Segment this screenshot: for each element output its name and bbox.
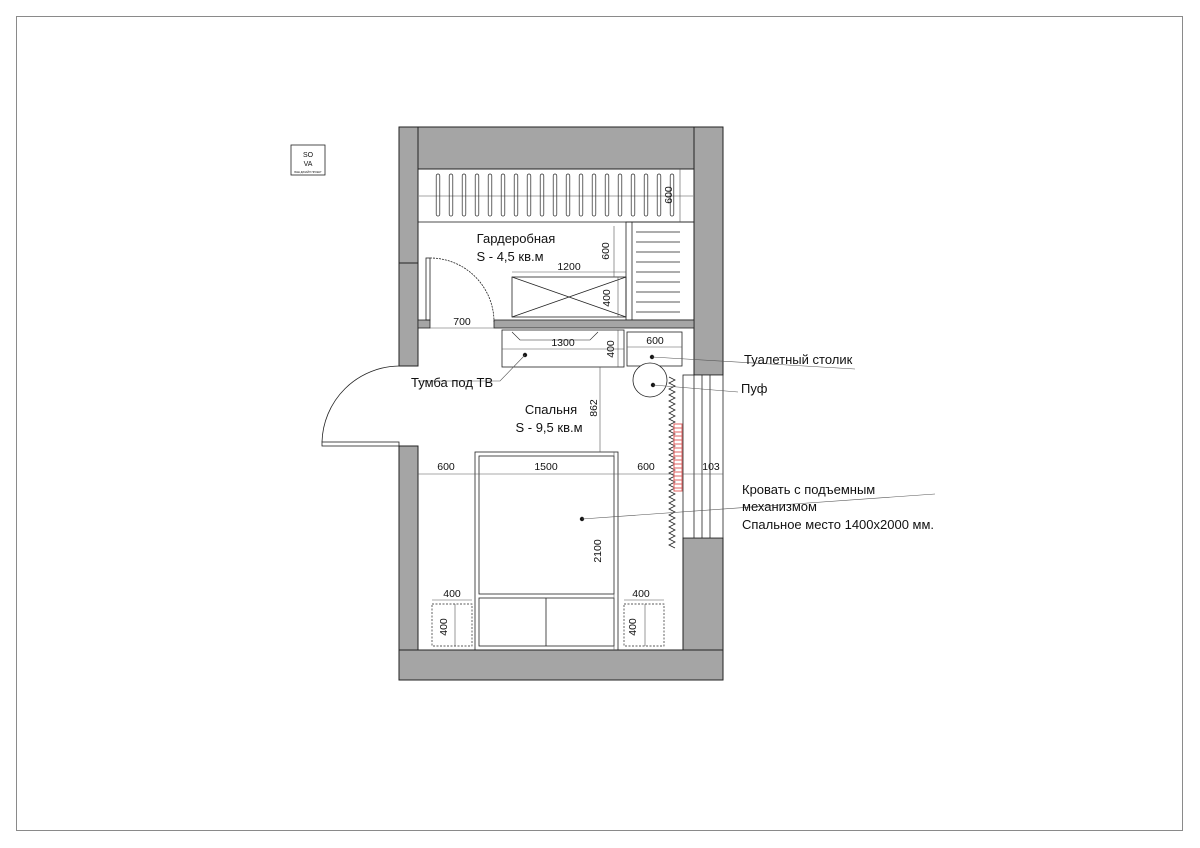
entry-door: [321, 365, 400, 447]
nightstand-right: [623, 603, 665, 647]
hanger: [513, 173, 519, 217]
drawer-unit: [511, 276, 627, 318]
dim-vanity-width: 600: [646, 335, 664, 347]
sova-logo: SO VA ВАШ ДИЗАЙН ПРОЕКТ: [290, 144, 326, 176]
nightstand-left: [431, 603, 473, 647]
dim-bed-length: 2100: [592, 539, 604, 563]
bed-label-line-3: Спальное место 1400х2000 мм.: [742, 517, 934, 532]
hanger: [669, 173, 675, 217]
hanger: [461, 173, 467, 217]
hanger: [487, 173, 493, 217]
bed-label-line-2: механизмом: [742, 499, 817, 514]
vanity-label: Туалетный столик: [744, 352, 853, 367]
bedroom-room-area: S - 9,5 кв.м: [515, 420, 582, 435]
wardrobe-shelves: [625, 221, 695, 321]
dim-clearance: 862: [588, 399, 600, 417]
logo-line-2: VA: [304, 161, 313, 168]
hanger: [578, 173, 584, 217]
hanger: [630, 173, 636, 217]
wall-left-upper: [398, 126, 419, 264]
hanger: [617, 173, 623, 217]
sheet-frame: [16, 16, 1183, 831]
dim-left-nightstand-depth: 400: [438, 618, 450, 636]
hanger: [539, 173, 545, 217]
dimension-labels: 600 600 1200 400 700 1300 400 600 862 60…: [437, 186, 720, 636]
hanger: [643, 173, 649, 217]
pouf-label: Пуф: [741, 381, 768, 396]
logo-line-1: SO: [303, 152, 314, 159]
dim-drawer-depth: 400: [601, 289, 613, 307]
dim-tv-stand-depth: 400: [605, 340, 617, 358]
dim-drawer-width: 1200: [557, 261, 581, 273]
hanger: [604, 173, 610, 217]
partition-wall: [417, 319, 695, 329]
hanger: [435, 173, 441, 217]
dim-door-width: 700: [453, 316, 471, 328]
curtain: [668, 376, 676, 549]
wall-top: [398, 126, 724, 170]
dim-right-nightstand-width: 400: [632, 588, 650, 600]
bed-label-line-1: Кровать с подъемным: [742, 482, 875, 497]
dim-bed-width: 1500: [534, 461, 558, 473]
dim-wardrobe-depth: 600: [663, 186, 675, 204]
dim-left-gap: 600: [437, 461, 455, 473]
hanger: [474, 173, 480, 217]
hanger: [500, 173, 506, 217]
wall-right-upper: [693, 126, 724, 376]
dimension-lines: [418, 169, 723, 650]
callout-leaders: [418, 354, 936, 520]
wardrobe-rail: [417, 168, 695, 223]
dim-tv-stand-width: 1300: [551, 337, 575, 349]
hanger: [591, 173, 597, 217]
walls: [398, 126, 724, 681]
wardrobe-door: [425, 257, 495, 323]
wall-left-middle: [398, 262, 419, 367]
callout-labels: Туалетный столик Пуф Тумба под ТВ Кроват…: [411, 352, 934, 532]
logo-tagline: ВАШ ДИЗАЙН ПРОЕКТ: [294, 171, 322, 174]
hanger: [565, 173, 571, 217]
dim-left-nightstand-width: 400: [443, 588, 461, 600]
hanger: [552, 173, 558, 217]
radiator: [673, 423, 683, 492]
pouf: [632, 362, 668, 398]
hangers: [435, 173, 675, 217]
dim-window-depth: 103: [702, 461, 720, 473]
hanger: [526, 173, 532, 217]
dim-shelf-height: 600: [600, 242, 612, 260]
hanger: [656, 173, 662, 217]
dim-right-gap: 600: [637, 461, 655, 473]
shelf-lines: [636, 231, 680, 313]
wardrobe-room-name: Гардеробная: [477, 231, 556, 246]
hanger: [448, 173, 454, 217]
tv-stand-label: Тумба под ТВ: [411, 375, 493, 390]
wall-left-lower: [398, 445, 419, 681]
bedroom-room-name: Спальня: [525, 402, 577, 417]
window: [682, 374, 724, 539]
wardrobe-room-area: S - 4,5 кв.м: [476, 249, 543, 264]
room-labels: Гардеробная S - 4,5 кв.м Спальня S - 9,5…: [476, 231, 582, 435]
wall-bottom: [398, 649, 724, 681]
dim-right-nightstand-depth: 400: [627, 618, 639, 636]
